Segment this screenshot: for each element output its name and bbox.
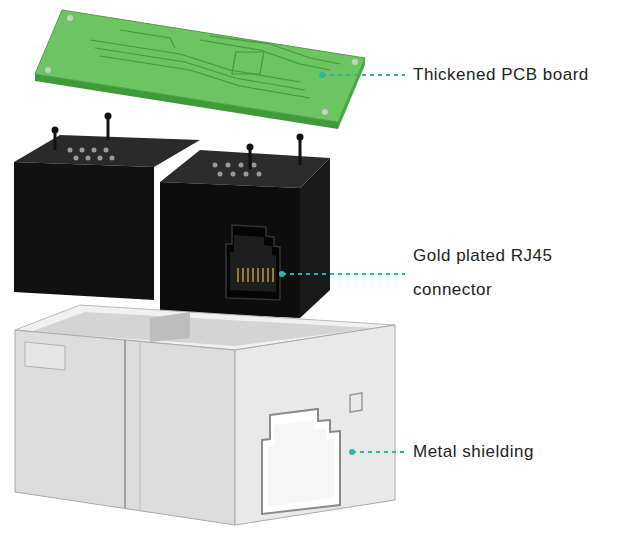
part-label: Metal shielding: [411, 441, 536, 463]
part-label: Gold plated RJ45 connector: [411, 239, 575, 307]
pcb-board: [35, 10, 365, 129]
leader-dots: [279, 72, 355, 455]
part-label: Thickened PCB board: [411, 64, 591, 86]
metal-shield: [15, 305, 395, 525]
rj45-jack-right: [160, 134, 330, 319]
leader-lines: [282, 75, 405, 452]
